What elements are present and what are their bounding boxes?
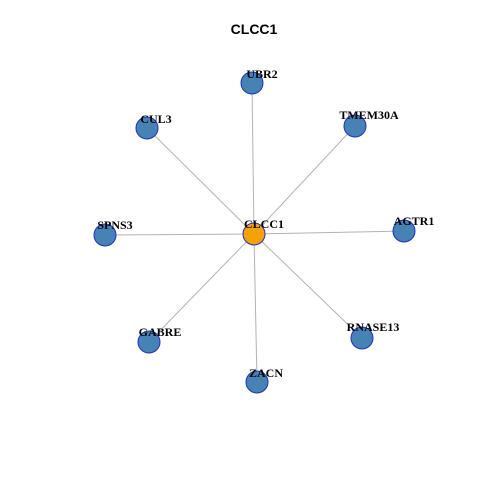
node-circle-gabre [137,330,161,354]
plot-title: CLCC1 [230,21,278,37]
edge-clcc1-agtr1 [253,230,405,235]
node-label-gabre: GABRE [139,325,182,339]
node-cul3: CUL3 [135,112,172,140]
node-circle-spns3 [93,223,117,247]
node-circle-clcc1 [242,222,266,246]
node-label-cul3: CUL3 [140,112,171,126]
edge-clcc1-cul3 [146,127,255,235]
node-clcc1: CLCC1 [242,217,284,246]
node-label-zacn: ZACN [249,366,283,380]
edge-layer [104,82,405,383]
node-label-tmem30a: TMEM30A [339,108,399,122]
edge-clcc1-spns3 [104,233,255,236]
edge-clcc1-gabre [148,233,255,343]
node-label-ubr2: UBR2 [246,67,277,81]
edge-clcc1-zacn [253,233,258,383]
node-circle-cul3 [135,116,159,140]
node-circle-agtr1 [392,219,416,243]
node-circle-tmem30a [343,114,367,138]
node-tmem30a: TMEM30A [339,108,399,138]
edge-clcc1-ubr2 [251,82,255,235]
edge-clcc1-tmem30a [253,125,356,235]
node-ubr2: UBR2 [240,67,278,95]
node-circle-rnase13 [350,326,374,350]
node-label-agtr1: AGTR1 [394,214,435,228]
node-spns3: SPNS3 [93,218,133,247]
node-rnase13: RNASE13 [347,320,400,350]
node-label-clcc1: CLCC1 [244,217,284,231]
node-circle-zacn [245,370,269,394]
node-zacn: ZACN [245,366,283,394]
node-agtr1: AGTR1 [392,214,435,243]
node-gabre: GABRE [137,325,182,354]
node-circle-ubr2 [240,71,264,95]
edge-clcc1-rnase13 [253,233,363,339]
node-label-spns3: SPNS3 [97,218,132,232]
node-label-rnase13: RNASE13 [347,320,400,334]
